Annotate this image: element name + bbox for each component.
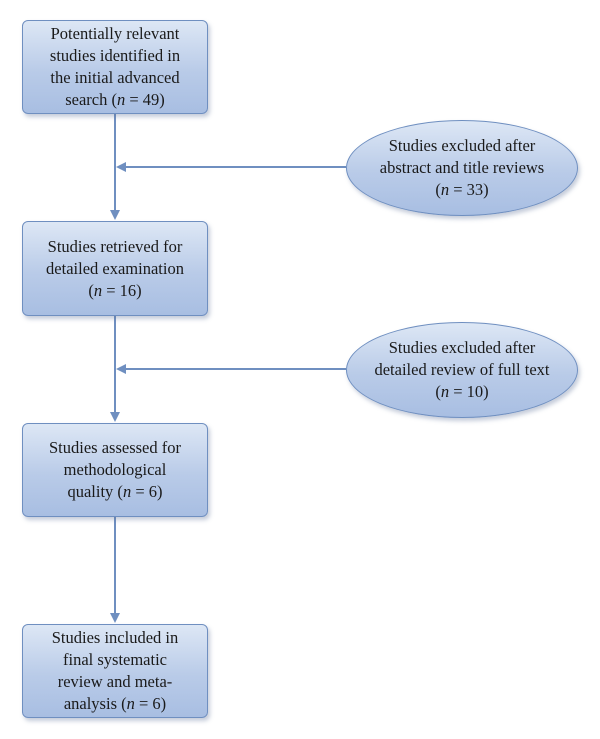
ellipse-excluded-abstract-title: Studies excluded after abstract and titl…: [346, 120, 578, 216]
box-studies-included: Studies included in final systematic rev…: [22, 624, 208, 718]
box-count-line: analysis (n = 6): [63, 694, 167, 713]
ellipse-excluded-full-text: Studies excluded after detailed review o…: [346, 322, 578, 418]
box-text-line: review and meta-: [57, 672, 173, 691]
box-count-line: (n = 16): [88, 280, 142, 300]
ellipse-text-line: detailed review of full text: [374, 360, 550, 379]
box-studies-assessed: Studies assessed for methodological qual…: [22, 423, 208, 517]
ellipse-text-line: Studies excluded after: [388, 338, 536, 357]
ellipse-count-line: (n = 33): [435, 180, 489, 199]
ellipse-count-line: (n = 10): [435, 382, 489, 401]
box-text-line: Potentially relevant: [50, 24, 180, 43]
ellipse-text-line: Studies excluded after: [388, 136, 536, 155]
box-text-line: detailed examination: [46, 258, 184, 278]
box-text-line: Studies retrieved for: [47, 236, 183, 256]
box-studies-retrieved: Studies retrieved for detailed examinati…: [22, 221, 208, 316]
box-text-line: studies identified in: [49, 46, 181, 65]
box-text-line: final systematic: [62, 650, 167, 669]
box-count-line: search (n = 49): [65, 90, 165, 109]
box-text-line: the initial advanced: [50, 68, 180, 87]
ellipse-text-line: abstract and title reviews: [379, 158, 545, 177]
box-text-line: Studies assessed for: [49, 438, 181, 457]
box-text-line: methodological: [63, 460, 167, 479]
box-text-line: Studies included in: [51, 628, 179, 647]
box-studies-identified: Potentially relevant studies identified …: [22, 20, 208, 114]
box-count-line: quality (n = 6): [67, 482, 163, 501]
